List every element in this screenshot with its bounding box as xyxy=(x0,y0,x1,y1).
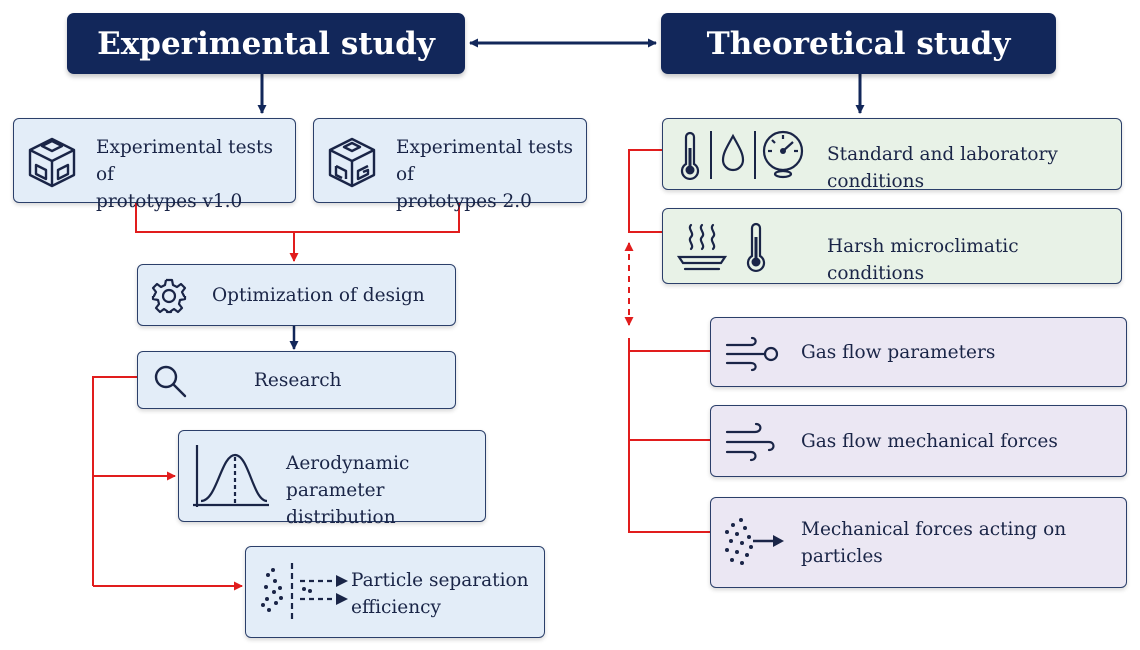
wind-sensor-icon xyxy=(725,336,779,372)
prototype-v2-line1: Experimental tests of xyxy=(396,137,573,185)
optimization-box: Optimization of design xyxy=(137,264,456,326)
forces-bracket xyxy=(628,338,710,533)
gas-forces-label: Gas flow mechanical forces xyxy=(801,431,1058,452)
aerodynamic-box: Aerodynamic parameter distribution xyxy=(178,430,486,528)
gear-icon xyxy=(151,278,187,314)
thermometer-icon xyxy=(680,131,700,180)
separation-line2: efficiency xyxy=(351,597,441,618)
cube-prototype-icon xyxy=(28,137,76,188)
standard-conditions-label: Standard and laboratory conditions xyxy=(827,144,1058,192)
gauge-icon xyxy=(762,130,804,179)
aerodynamic-line1: Aerodynamic xyxy=(286,453,410,474)
experimental-study-title: Experimental study xyxy=(97,25,435,62)
wind-icon xyxy=(725,422,775,462)
research-box: Research xyxy=(137,351,456,409)
aerodynamic-line2: parameter distribution xyxy=(286,480,396,528)
cube-prototype-icon xyxy=(328,137,376,188)
divider-line xyxy=(710,131,712,179)
particle-forces-line2: particles xyxy=(801,546,883,567)
separation-line1: Particle separation xyxy=(351,570,529,591)
optimization-label: Optimization of design xyxy=(212,285,425,306)
conditions-bracket xyxy=(628,149,662,233)
heat-plate-icon xyxy=(677,223,727,271)
gas-params-label: Gas flow parameters xyxy=(801,342,996,363)
prototype-v1-line1: Experimental tests of xyxy=(96,137,273,185)
theoretical-study-header: Theoretical study xyxy=(661,13,1056,74)
gas-forces-box: Gas flow mechanical forces xyxy=(710,405,1127,477)
research-branch-line xyxy=(92,376,137,586)
harsh-conditions-box: Harsh microclimatic conditions xyxy=(662,208,1122,284)
particle-forces-box: Mechanical forces acting on particles xyxy=(710,497,1127,588)
theoretical-study-title: Theoretical study xyxy=(706,25,1011,62)
gas-params-box: Gas flow parameters xyxy=(710,317,1127,387)
research-label: Research xyxy=(254,370,342,391)
standard-conditions-box: Standard and laboratory conditions xyxy=(662,118,1122,192)
separation-box: Particle separation efficiency xyxy=(245,546,545,638)
prototype-v2-line2: prototypes 2.0 xyxy=(396,191,532,212)
particle-forces-line1: Mechanical forces acting on xyxy=(801,519,1067,540)
harsh-conditions-label: Harsh microclimatic conditions xyxy=(827,236,1019,284)
divider-line xyxy=(754,131,756,179)
prototype-v1-box: Experimental tests of prototypes v1.0 xyxy=(13,118,296,212)
prototype-v2-box: Experimental tests of prototypes 2.0 xyxy=(313,118,587,212)
particles-arrow-icon xyxy=(725,518,784,565)
magnifier-icon xyxy=(154,365,187,398)
droplet-icon xyxy=(721,133,745,172)
prototype-v1-line2: prototypes v1.0 xyxy=(96,191,243,212)
prototypes-merge-connector xyxy=(135,203,460,233)
experimental-study-header: Experimental study xyxy=(67,13,465,74)
particle-separation-icon xyxy=(261,563,348,623)
distribution-curve-icon xyxy=(193,445,269,507)
thermometer-icon xyxy=(746,222,766,273)
